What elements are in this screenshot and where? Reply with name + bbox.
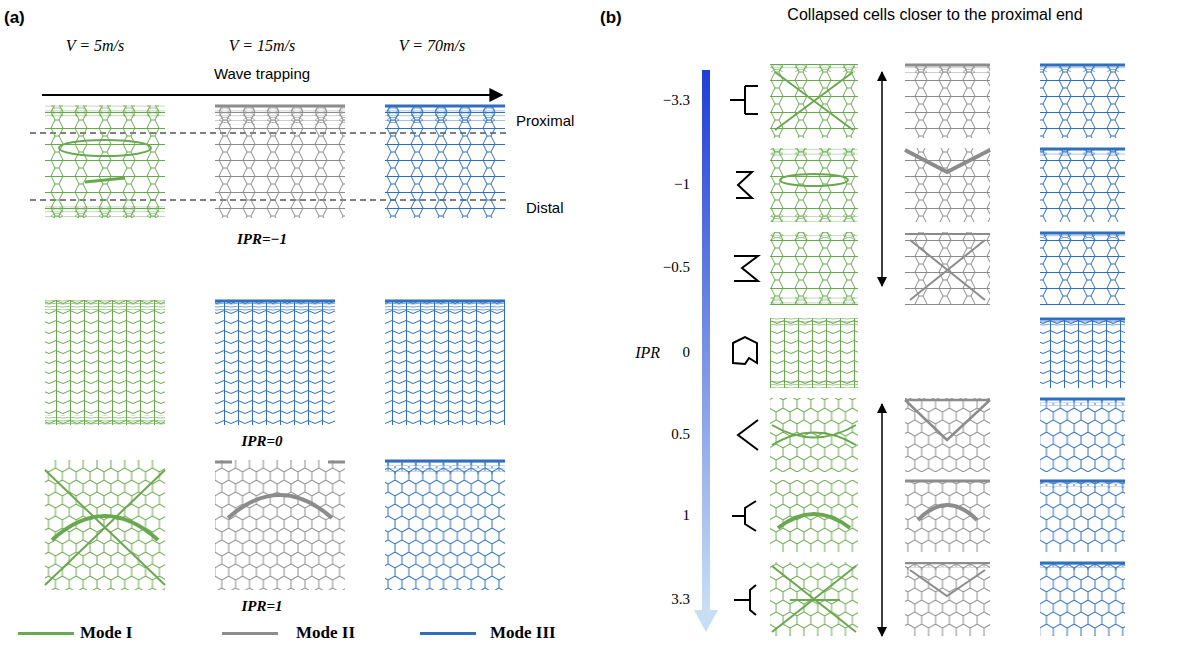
ipr-value: −3.3 — [663, 92, 690, 109]
legend-swatch — [222, 632, 278, 635]
wave-arrow — [42, 95, 502, 96]
axis-label: IPR — [635, 344, 660, 362]
legend-text: Mode II — [296, 623, 355, 643]
end-label: Proximal — [516, 112, 574, 129]
velocity-label: V = 70m/s — [399, 37, 466, 55]
arrow-label: Wave trapping — [214, 65, 310, 82]
ipr-value: −0.5 — [663, 259, 690, 276]
lattice-row — [45, 105, 505, 218]
end-label: Distal — [526, 199, 564, 216]
panel-letter: (a) — [4, 8, 25, 28]
ipr-value: 0.5 — [671, 426, 690, 443]
ipr-label: IPR=0 — [241, 433, 282, 450]
legend-text: Mode III — [490, 623, 556, 643]
legend-text: Mode I — [80, 623, 132, 643]
panel-letter: (b) — [600, 8, 622, 28]
legend-swatch — [420, 632, 476, 635]
panel-title: Collapsed cells closer to the proximal e… — [787, 6, 1082, 24]
legend-swatch — [18, 632, 74, 635]
ipr-gradient-bar — [694, 70, 718, 632]
lattice-grid — [770, 64, 1125, 636]
velocity-label: V = 5m/s — [66, 37, 125, 55]
ipr-value: 0 — [683, 344, 691, 361]
ipr-label: IPR=−1 — [237, 231, 287, 248]
ipr-value: 3.3 — [671, 591, 690, 608]
unit-cell-icons — [730, 86, 758, 615]
ipr-label: IPR=1 — [241, 598, 282, 615]
lattice-row — [45, 300, 505, 425]
velocity-label: V = 15m/s — [229, 37, 296, 55]
lattice-row — [45, 460, 505, 590]
ipr-value: 1 — [683, 507, 691, 524]
trend-arrows — [881, 72, 883, 636]
ipr-value: −1 — [674, 176, 690, 193]
